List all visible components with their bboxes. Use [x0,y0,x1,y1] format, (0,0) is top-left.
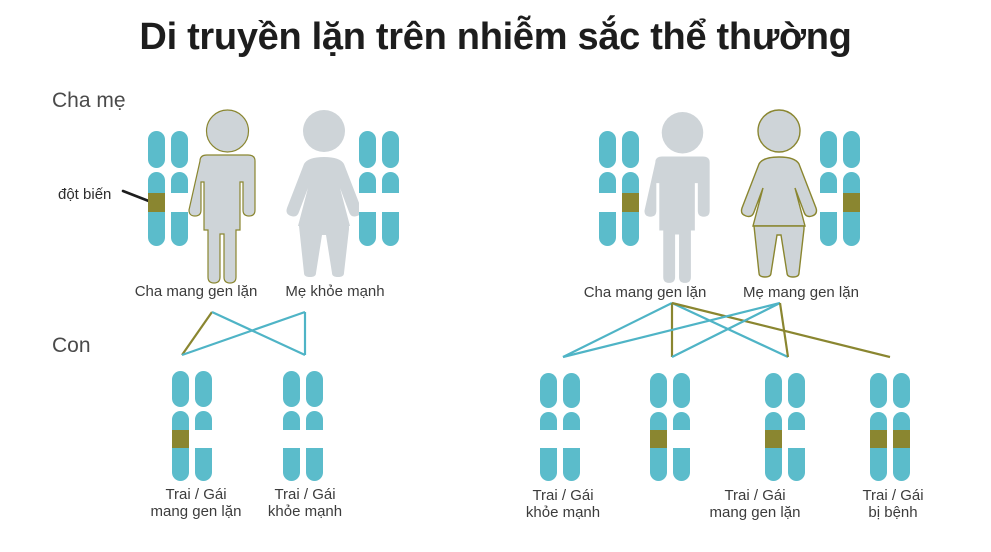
normal-band [195,430,212,448]
mutation-band [148,193,165,212]
chromosome-pair-svg [359,131,399,246]
chromosome-pair-right-mother [818,131,870,246]
caption-line-2: mang gen lặn [150,502,242,520]
chromosome-pair-left-child-1 [170,371,222,481]
person-figure-right-mother [740,109,818,278]
caption-left-father: Cha mang gen lặn [134,283,258,300]
chromosome-left [765,373,782,481]
normal-band [540,430,557,448]
normal-band [283,430,300,448]
normal-band [171,193,188,212]
chromosome-pair-left-father [146,131,198,246]
chromosome-right [622,131,639,246]
connectors-right-cross [562,301,891,359]
chromosome-pair-left-mother [357,131,409,246]
chromosome-right [788,373,805,481]
caption-line-1: Trai / Gái [724,487,786,504]
chromosome-pair-svg [820,131,860,246]
caption-line-1: Trai / Gái [532,487,594,504]
caption-line-2: khỏe mạnh [525,503,601,521]
caption-right-child-4: Trai / Gái bị bệnh [862,487,924,522]
caption-line-1: Trai / Gái [274,486,336,503]
chromosome-pair-right-child-1 [538,373,590,481]
caption-right-mother: Mẹ mang gen lặn [743,284,859,301]
chromosome-left [599,131,616,246]
caption-left-child-1: Trai / Gái mang gen lặn [150,486,242,521]
chromosome-right [673,373,690,481]
chromosome-right [195,371,212,481]
person-figure-left-father [188,109,265,284]
chromosome-pair-svg [148,131,188,246]
chromosome-left [650,373,667,481]
normal-band [788,430,805,448]
caption-right-child-2: Trai / Gái mang gen lặn [709,487,801,522]
chromosome-right [843,131,860,246]
caption-right-child-1: Trai / Gái khỏe mạnh [525,487,601,522]
caption-line-2: khỏe mạnh [267,502,343,520]
person-figure-right-father [644,112,720,283]
mutation-band [870,430,887,448]
chromosome-pair-svg [172,371,212,481]
normal-band [563,430,580,448]
chromosome-pair-svg [599,131,639,246]
chromosome-pair-svg [765,373,805,481]
mutation-band [622,193,639,212]
normal-band [820,193,837,212]
chromosome-pair-right-child-3 [763,373,815,481]
normal-band [673,430,690,448]
caption-right-father: Cha mang gen lặn [583,284,707,301]
page-title: Di truyền lặn trên nhiễm sắc thể thường [139,16,852,58]
chromosome-left [148,131,165,246]
chromosome-pair-svg [870,373,910,481]
normal-band [382,193,399,212]
normal-band [306,430,323,448]
caption-line-2: mang gen lặn [709,503,801,521]
connectors-left-cross [181,310,307,357]
chromosome-right [893,373,910,481]
section-label-children: Con [52,334,91,357]
mutation-band [650,430,667,448]
chromosome-pair-svg [650,373,690,481]
chromosome-left [283,371,300,481]
chromosome-pair-left-child-2 [281,371,333,481]
chromosome-pair-svg [283,371,323,481]
mutation-band [843,193,860,212]
caption-left-child-2: Trai / Gái khỏe mạnh [267,486,343,521]
chromosome-right [382,131,399,246]
caption-line-2: bị bệnh [868,503,918,521]
mutation-band [765,430,782,448]
normal-band [599,193,616,212]
section-label-parents: Cha mẹ [52,89,126,112]
person-figure-left-mother [285,110,363,277]
chromosome-right [306,371,323,481]
chromosome-left [359,131,376,246]
mutation-band [893,430,910,448]
chromosome-left [172,371,189,481]
chromosome-left [540,373,557,481]
chromosome-pair-right-child-2 [648,373,700,481]
chromosome-pair-right-child-4 [868,373,920,481]
caption-left-mother: Mẹ khỏe mạnh [285,283,385,300]
chromosome-left [820,131,837,246]
normal-band [359,193,376,212]
mutation-annotation-label: đột biến [58,186,112,203]
caption-line-1: Trai / Gái [862,487,924,504]
chromosome-right [563,373,580,481]
chromosome-pair-right-father [597,131,649,246]
mutation-band [172,430,189,448]
chromosome-pair-svg [540,373,580,481]
chromosome-left [870,373,887,481]
chromosome-right [171,131,188,246]
caption-line-1: Trai / Gái [165,486,227,503]
